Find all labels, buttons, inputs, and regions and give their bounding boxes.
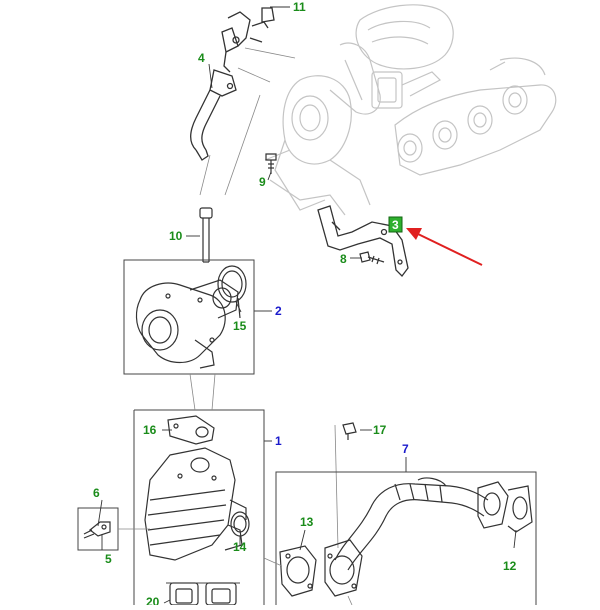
bolt-17 xyxy=(342,422,357,440)
callout-8[interactable]: 8 xyxy=(340,252,347,266)
callout-17[interactable]: 17 xyxy=(373,423,387,437)
egr-valve-box xyxy=(123,259,255,375)
bolt-8 xyxy=(359,251,385,265)
leader-17-pipe xyxy=(334,424,339,549)
callout-labels: 11 4 9 10 8 2 15 16 1 17 7 6 5 14 13 12 … xyxy=(93,0,517,609)
callout-10[interactable]: 10 xyxy=(169,229,183,243)
gaskets-20 xyxy=(166,582,240,606)
callout-6[interactable]: 6 xyxy=(93,486,100,500)
bolt-10 xyxy=(199,207,213,263)
red-arrow-indicator xyxy=(406,228,483,266)
egr-pipe-box xyxy=(263,471,537,606)
egr-cooler-box xyxy=(133,373,265,605)
callout-4[interactable]: 4 xyxy=(198,51,205,65)
callout-16[interactable]: 16 xyxy=(143,423,157,437)
exhaust-manifold-ghost xyxy=(394,57,557,176)
sensor-box xyxy=(77,507,150,551)
callout-11[interactable]: 11 xyxy=(293,0,306,14)
callout-9[interactable]: 9 xyxy=(259,175,266,189)
callout-3[interactable]: 3 xyxy=(392,218,399,232)
turbocharger-ghost xyxy=(264,4,454,216)
callout-13[interactable]: 13 xyxy=(300,515,314,529)
callout-3-highlight[interactable]: 3 xyxy=(388,216,403,233)
callout-5[interactable]: 5 xyxy=(105,552,112,566)
egr-hose-assembly xyxy=(190,7,275,161)
callout-12[interactable]: 12 xyxy=(503,559,517,573)
bracket-part xyxy=(317,205,409,277)
callout-14[interactable]: 14 xyxy=(233,540,247,554)
bolt-9 xyxy=(265,153,277,174)
ghost-leader-lines xyxy=(199,47,296,196)
callout-leaders xyxy=(97,6,517,604)
callout-15[interactable]: 15 xyxy=(233,319,247,333)
callout-20[interactable]: 20 xyxy=(146,595,160,609)
callout-2[interactable]: 2 xyxy=(275,304,282,318)
callout-1[interactable]: 1 xyxy=(275,434,282,448)
callout-7[interactable]: 7 xyxy=(402,442,409,456)
